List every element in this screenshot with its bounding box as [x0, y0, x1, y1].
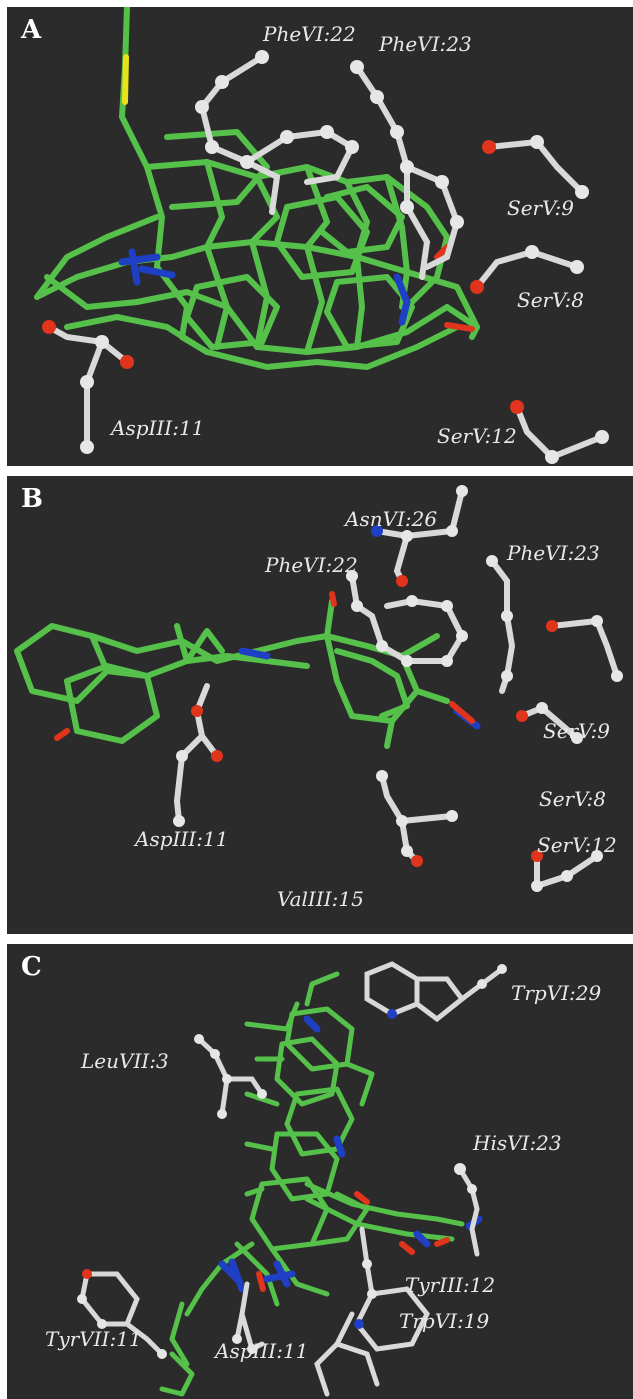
- residue-label: TyrVII:11: [45, 1327, 142, 1351]
- nitrogen-balls: [354, 1009, 397, 1329]
- residue-label: SerV:8: [517, 288, 584, 312]
- nitrogen-atoms: [118, 248, 411, 326]
- residue-label: SerV:9: [507, 196, 574, 220]
- residue-label: HisVI:23: [473, 1131, 562, 1155]
- ligand-overlay: [14, 598, 450, 749]
- residue-label: SerV:12: [437, 424, 517, 448]
- oxygen-atoms: [54, 591, 475, 741]
- residue-label: PheVI:22: [263, 22, 356, 46]
- oxygen-balls: [42, 140, 524, 414]
- residue-label: TyrIII:12: [405, 1273, 496, 1297]
- residue-label: SerV:12: [537, 833, 617, 857]
- panel-a-structure: [34, 7, 609, 464]
- panel-a-label: A: [21, 15, 42, 45]
- residue-label: AspIII:11: [111, 416, 205, 440]
- residue-label: SerV:8: [539, 787, 606, 811]
- panel-c: C TrpVI:29 LeuVII:3 HisVI:23 TyrIII:12 T…: [7, 944, 633, 1399]
- residue-atoms: [173, 485, 623, 892]
- residue-label: PheVI:22: [265, 553, 358, 577]
- residue-label: AsnVI:26: [345, 507, 438, 531]
- residue-label: TrpVI:19: [399, 1309, 490, 1333]
- panel-b-structure: [14, 485, 623, 892]
- panel-b: B AsnVI:26 PheVI:22 PheVI:23 SerV:9 SerV…: [7, 476, 633, 934]
- residue-atoms: [80, 50, 609, 464]
- oxygen-balls: [82, 1269, 92, 1279]
- ligand-overlay: [34, 7, 480, 370]
- residue-label: PheVI:23: [379, 32, 472, 56]
- residue-label: AspIII:11: [135, 827, 229, 851]
- residue-atoms: [77, 964, 507, 1359]
- panel-c-structure: [77, 961, 507, 1397]
- panel-a: A PheVI:22 PheVI:23 SerV:9 SerV:8 AspIII…: [7, 7, 633, 466]
- oxygen-balls: [191, 575, 558, 867]
- residue-label: ValIII:15: [277, 887, 364, 911]
- sulfur-bond: [122, 54, 129, 105]
- residue-label: PheVI:23: [507, 541, 600, 565]
- nitrogen-balls: [371, 525, 383, 537]
- residue-label: TrpVI:29: [511, 981, 602, 1005]
- panel-c-label: C: [21, 952, 42, 982]
- residue-label: LeuVII:3: [81, 1049, 169, 1073]
- residue-label: AspIII:11: [215, 1339, 309, 1363]
- panel-b-label: B: [21, 484, 43, 514]
- oxygen-atoms: [256, 1191, 450, 1292]
- residue-label: SerV:9: [543, 719, 610, 743]
- oxygen-atoms: [434, 244, 475, 332]
